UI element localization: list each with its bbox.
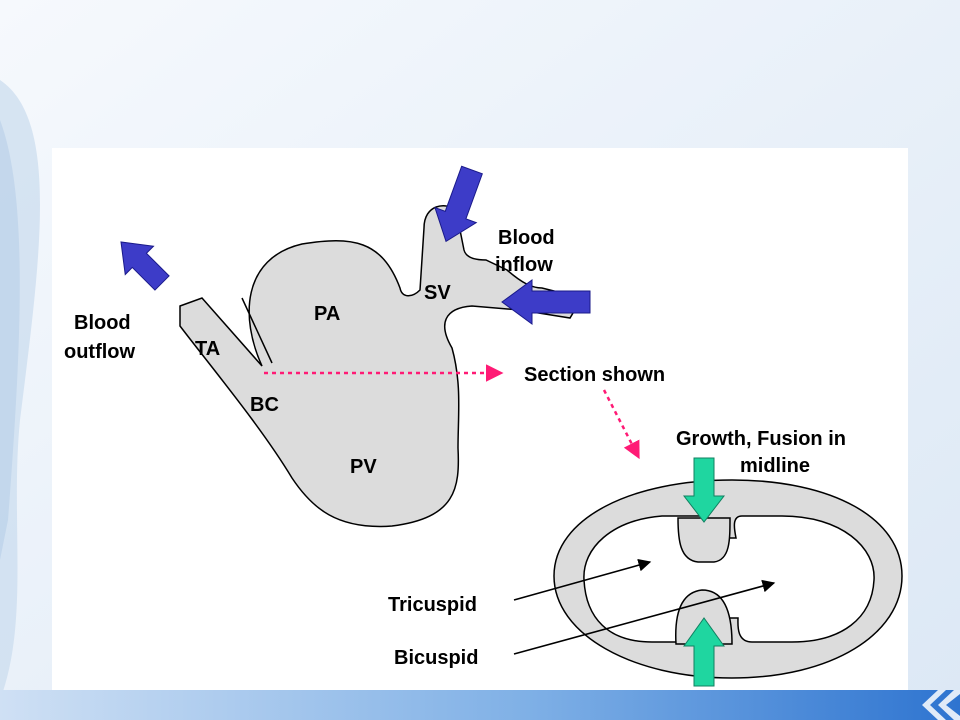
label-bc: BC (250, 394, 279, 416)
growth-arrow-top (682, 457, 726, 523)
label-blood-outflow-2: outflow (64, 341, 136, 363)
label-tricuspid: Tricuspid (388, 594, 477, 616)
lower-cushion (675, 589, 733, 645)
label-blood-inflow-2: inflow (495, 254, 553, 276)
label-bicuspid: Bicuspid (394, 647, 478, 669)
label-blood-inflow-1: Blood (498, 227, 555, 249)
label-ta: TA (195, 338, 220, 360)
label-pv: PV (350, 456, 377, 478)
growth-arrow-bottom (683, 617, 725, 687)
heart-tube-shape (179, 205, 584, 528)
inflow-arrow-right (501, 279, 591, 325)
label-growth-1: Growth, Fusion in (676, 428, 846, 450)
figure-panel: Blood outflow Blood inflow TA PA SV BC P… (52, 148, 908, 690)
label-sv: SV (424, 282, 451, 304)
fold-line (241, 297, 273, 364)
label-pa: PA (314, 303, 340, 325)
label-growth-2: midline (740, 455, 810, 477)
label-section-shown: Section shown (524, 364, 665, 386)
bicuspid-pointer (513, 579, 776, 655)
label-blood-outflow-1: Blood (74, 312, 131, 334)
upper-cushion (677, 517, 731, 563)
inflow-arrow-top (434, 165, 483, 243)
heart-development-diagram: Blood outflow Blood inflow TA PA SV BC P… (64, 165, 903, 687)
cross-section-ring (553, 479, 903, 679)
tricuspid-pointer (513, 558, 652, 601)
section-arrow-diagonal (602, 389, 640, 460)
chevron-left-icon (922, 690, 960, 720)
bottom-accent-bar (0, 690, 960, 720)
outflow-arrow (120, 241, 170, 291)
